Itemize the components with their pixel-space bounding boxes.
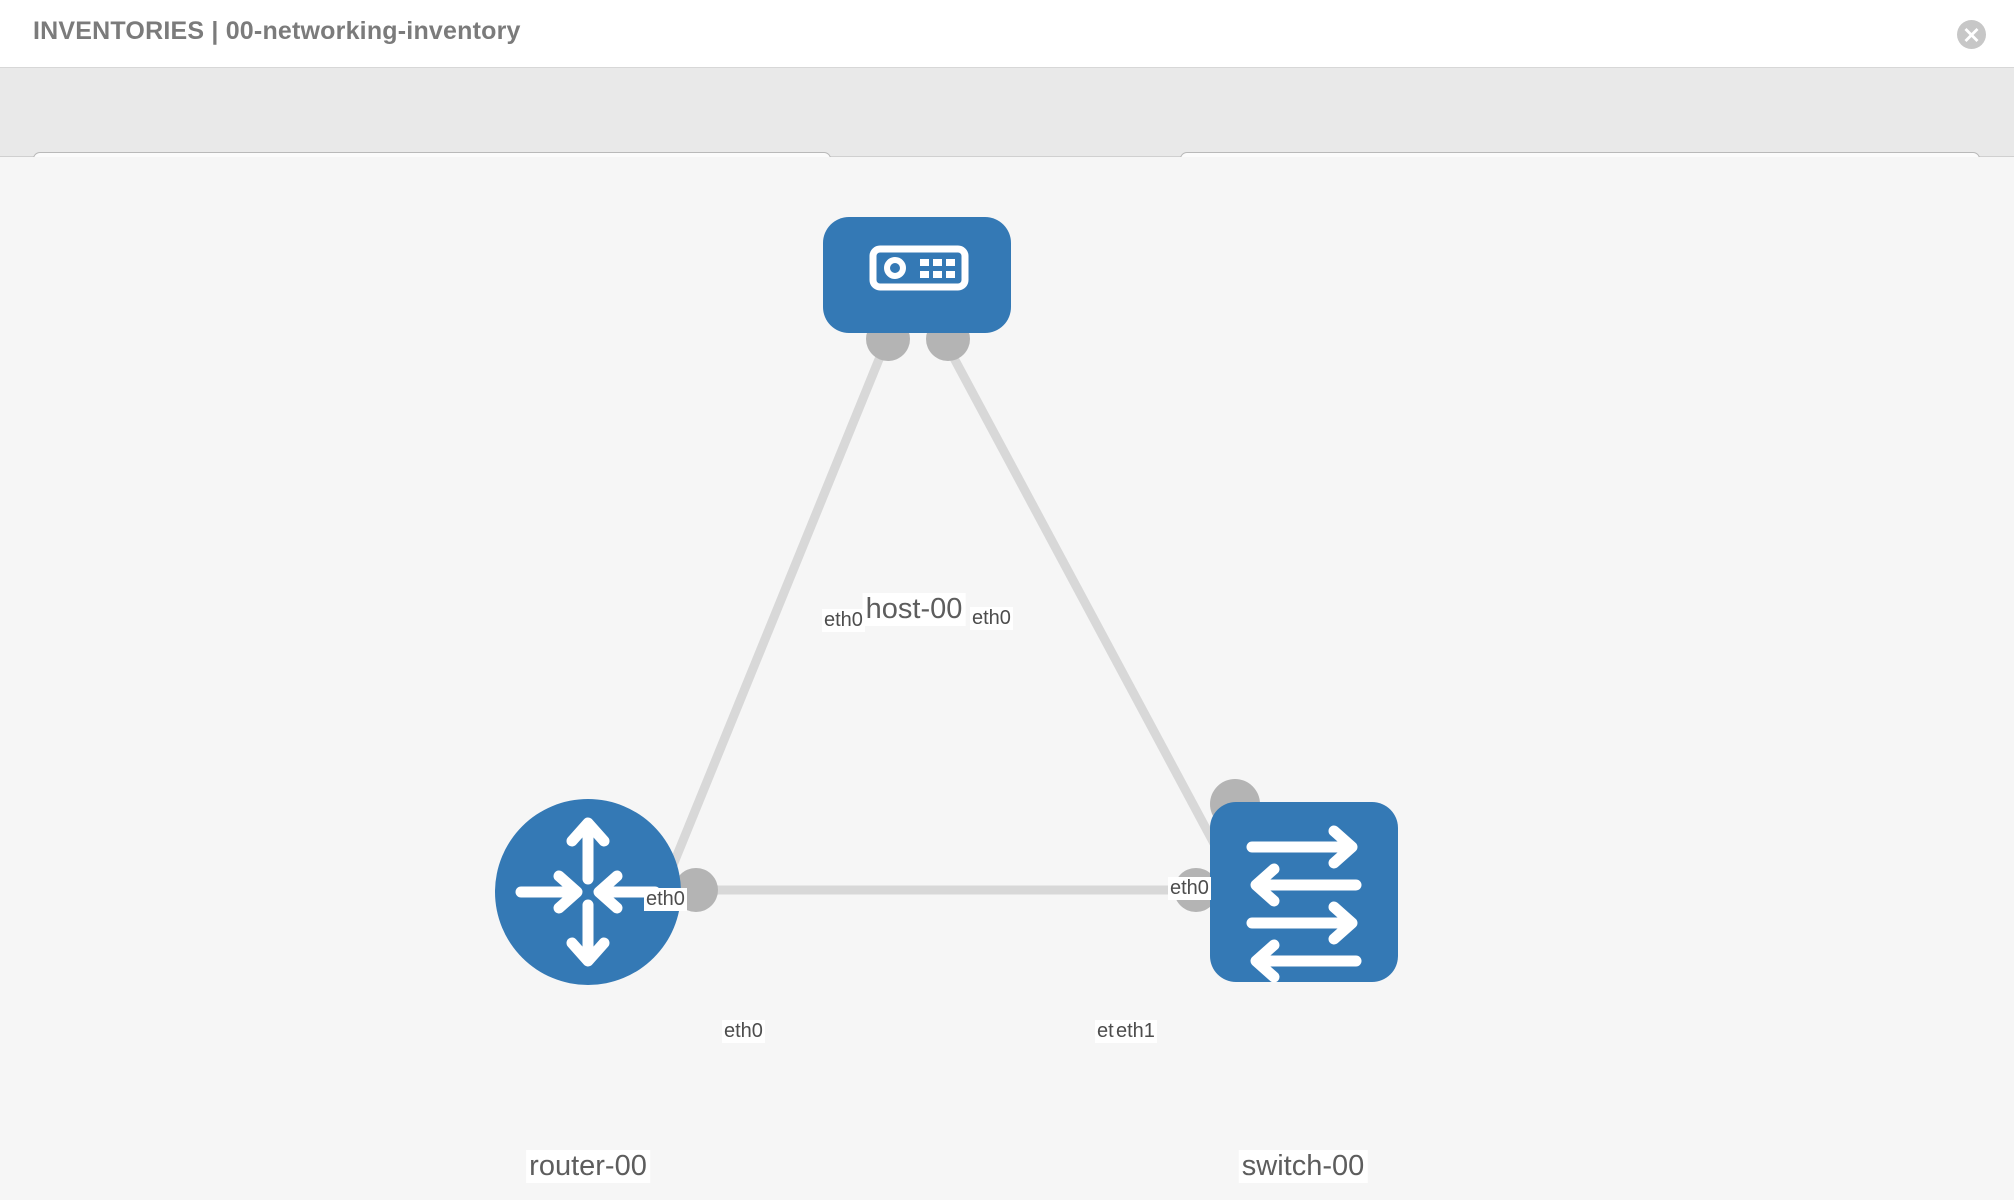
topology-connectors	[674, 317, 1260, 912]
switch-arrows-icon	[1246, 825, 1362, 983]
edge-label-router00-up: eth0	[644, 888, 687, 911]
node-switch-00	[1210, 802, 1398, 983]
link-host00-router00	[655, 345, 889, 899]
node-label-host-00: host-00	[862, 593, 966, 626]
toolbar: ACTIONS SEARCH	[0, 68, 2014, 209]
edge-label-switch00-left-b: eth1	[1114, 1020, 1157, 1043]
edge-label-switch00-up: eth0	[1168, 877, 1211, 900]
topology-canvas[interactable]: eth0 eth0 eth0 eth0 eth0 eth0 eth1 host-…	[0, 157, 2014, 1200]
edge-label-host00-left: eth0	[822, 609, 865, 632]
node-label-switch-00: switch-00	[1238, 1150, 1368, 1183]
node-host-00	[823, 217, 1011, 333]
edge-label-host00-right: eth0	[970, 607, 1013, 630]
link-host00-switch00	[944, 344, 1236, 880]
close-icon[interactable]	[1957, 20, 1986, 49]
page-header: INVENTORIES | 00-networking-inventory	[0, 0, 2014, 68]
topology-graph	[495, 217, 1398, 985]
topology-links	[655, 344, 1236, 899]
server-icon	[869, 245, 969, 291]
page-title: INVENTORIES | 00-networking-inventory	[33, 17, 521, 45]
node-label-router-00: router-00	[526, 1150, 650, 1183]
edge-label-router00-right: eth0	[722, 1020, 765, 1043]
node-router-00	[495, 799, 681, 985]
